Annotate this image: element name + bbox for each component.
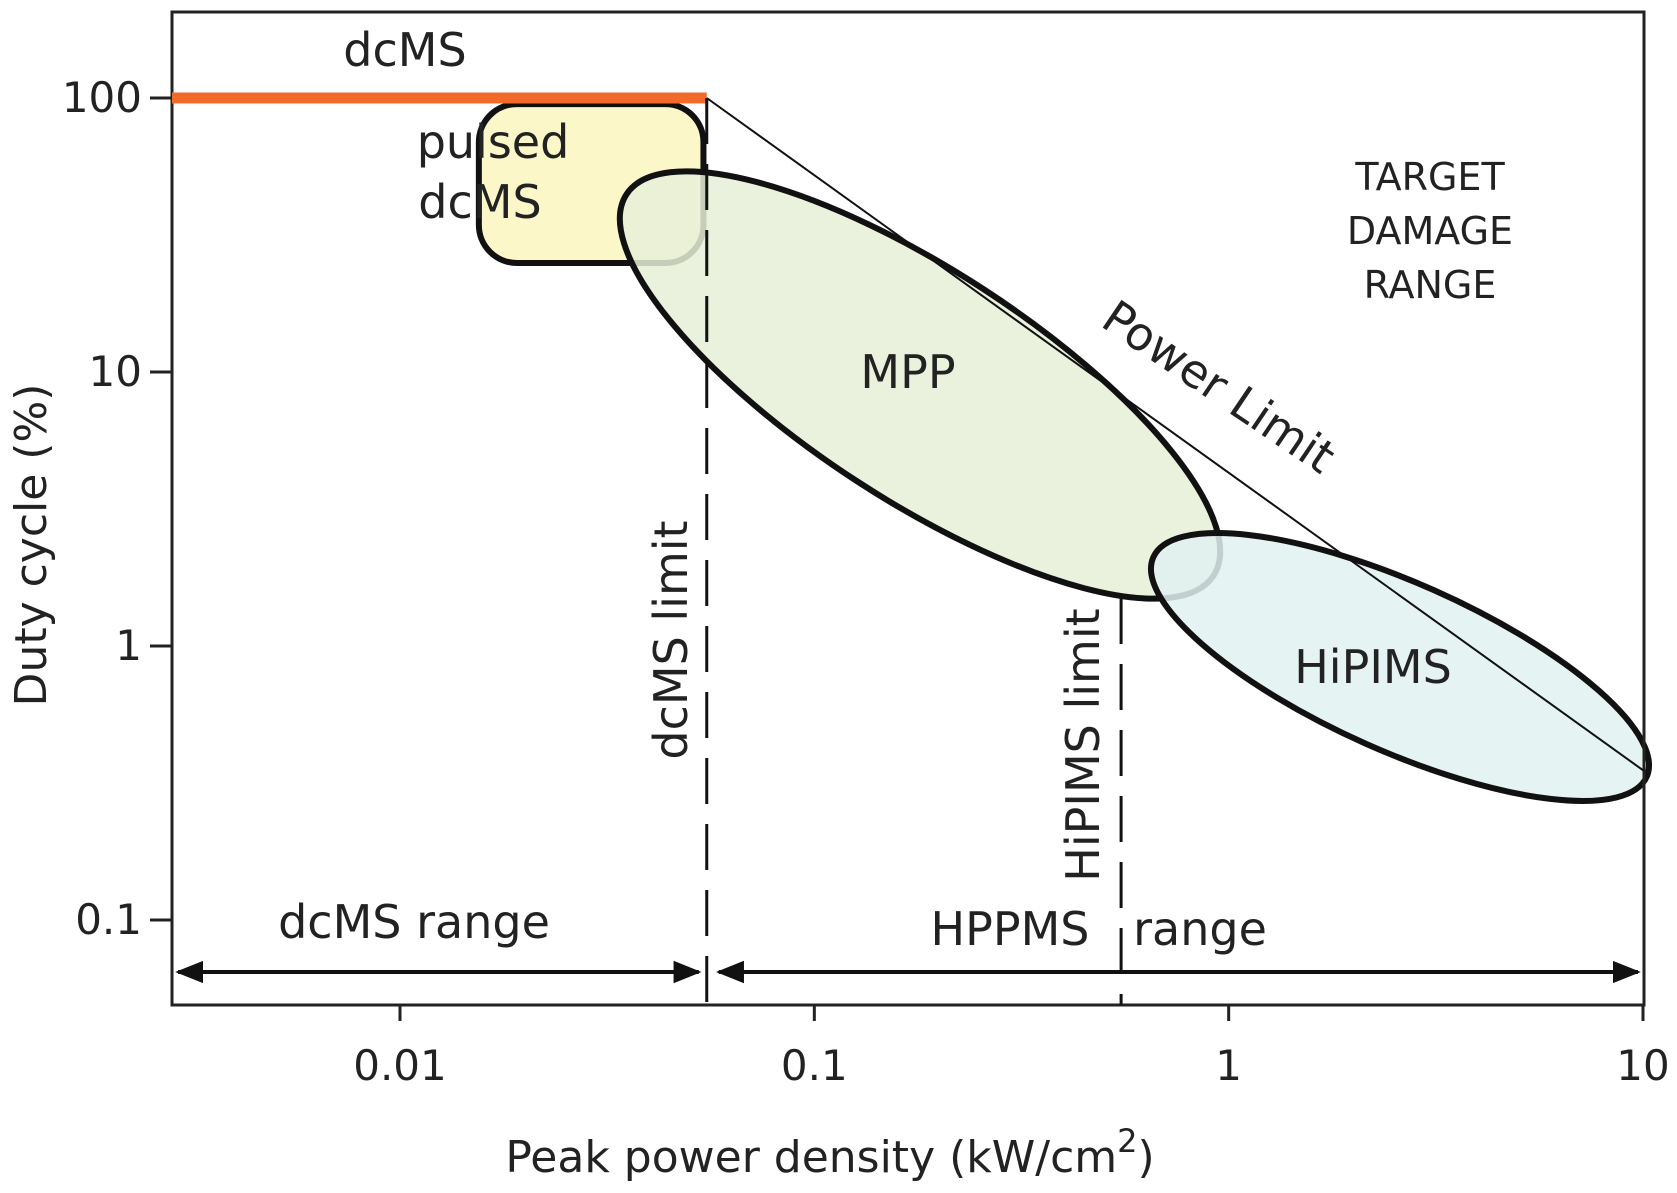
x-tick-label-2: 1 (1215, 1041, 1242, 1090)
pulsed-dcms-label-line1: pulsed (417, 115, 570, 169)
x-tick-label-0: 0.01 (353, 1041, 447, 1090)
power-limit-line (706, 97, 1645, 772)
pulsed-dcms-label-line2: dcMS (418, 175, 541, 229)
x-tick-label-1: 0.1 (781, 1041, 848, 1090)
dcms-line-label: dcMS (343, 23, 466, 77)
dcms-range-label: dcMS range (278, 895, 550, 949)
y-tick-label-3: 0.1 (75, 895, 142, 944)
hppms-range-label-left: HPPMS (931, 902, 1090, 956)
plot-frame (170, 10, 1646, 1007)
x-tick-label-3: 10 (1616, 1041, 1669, 1090)
region-hipims (1147, 530, 1653, 804)
y-axis-title: Duty cycle (%) (6, 384, 57, 707)
hipims-label: HiPIMS (1294, 640, 1452, 694)
hipims-limit-label: HiPIMS limit (1056, 608, 1110, 881)
target-damage-line-2: RANGE (1364, 263, 1497, 307)
y-tick-label-0: 100 (62, 73, 142, 122)
dcms-limit-label: dcMS limit (644, 520, 698, 759)
hppms-range-label-right: range (1133, 902, 1267, 956)
y-tick-label-2: 1 (115, 621, 142, 670)
y-tick-label-1: 10 (89, 347, 142, 396)
target-damage-line-1: DAMAGE (1347, 209, 1513, 253)
mpp-label: MPP (860, 345, 955, 399)
x-axis-title: Peak power density (kW/cm2) (505, 1122, 1154, 1183)
target-damage-line-0: TARGET (1354, 155, 1505, 199)
